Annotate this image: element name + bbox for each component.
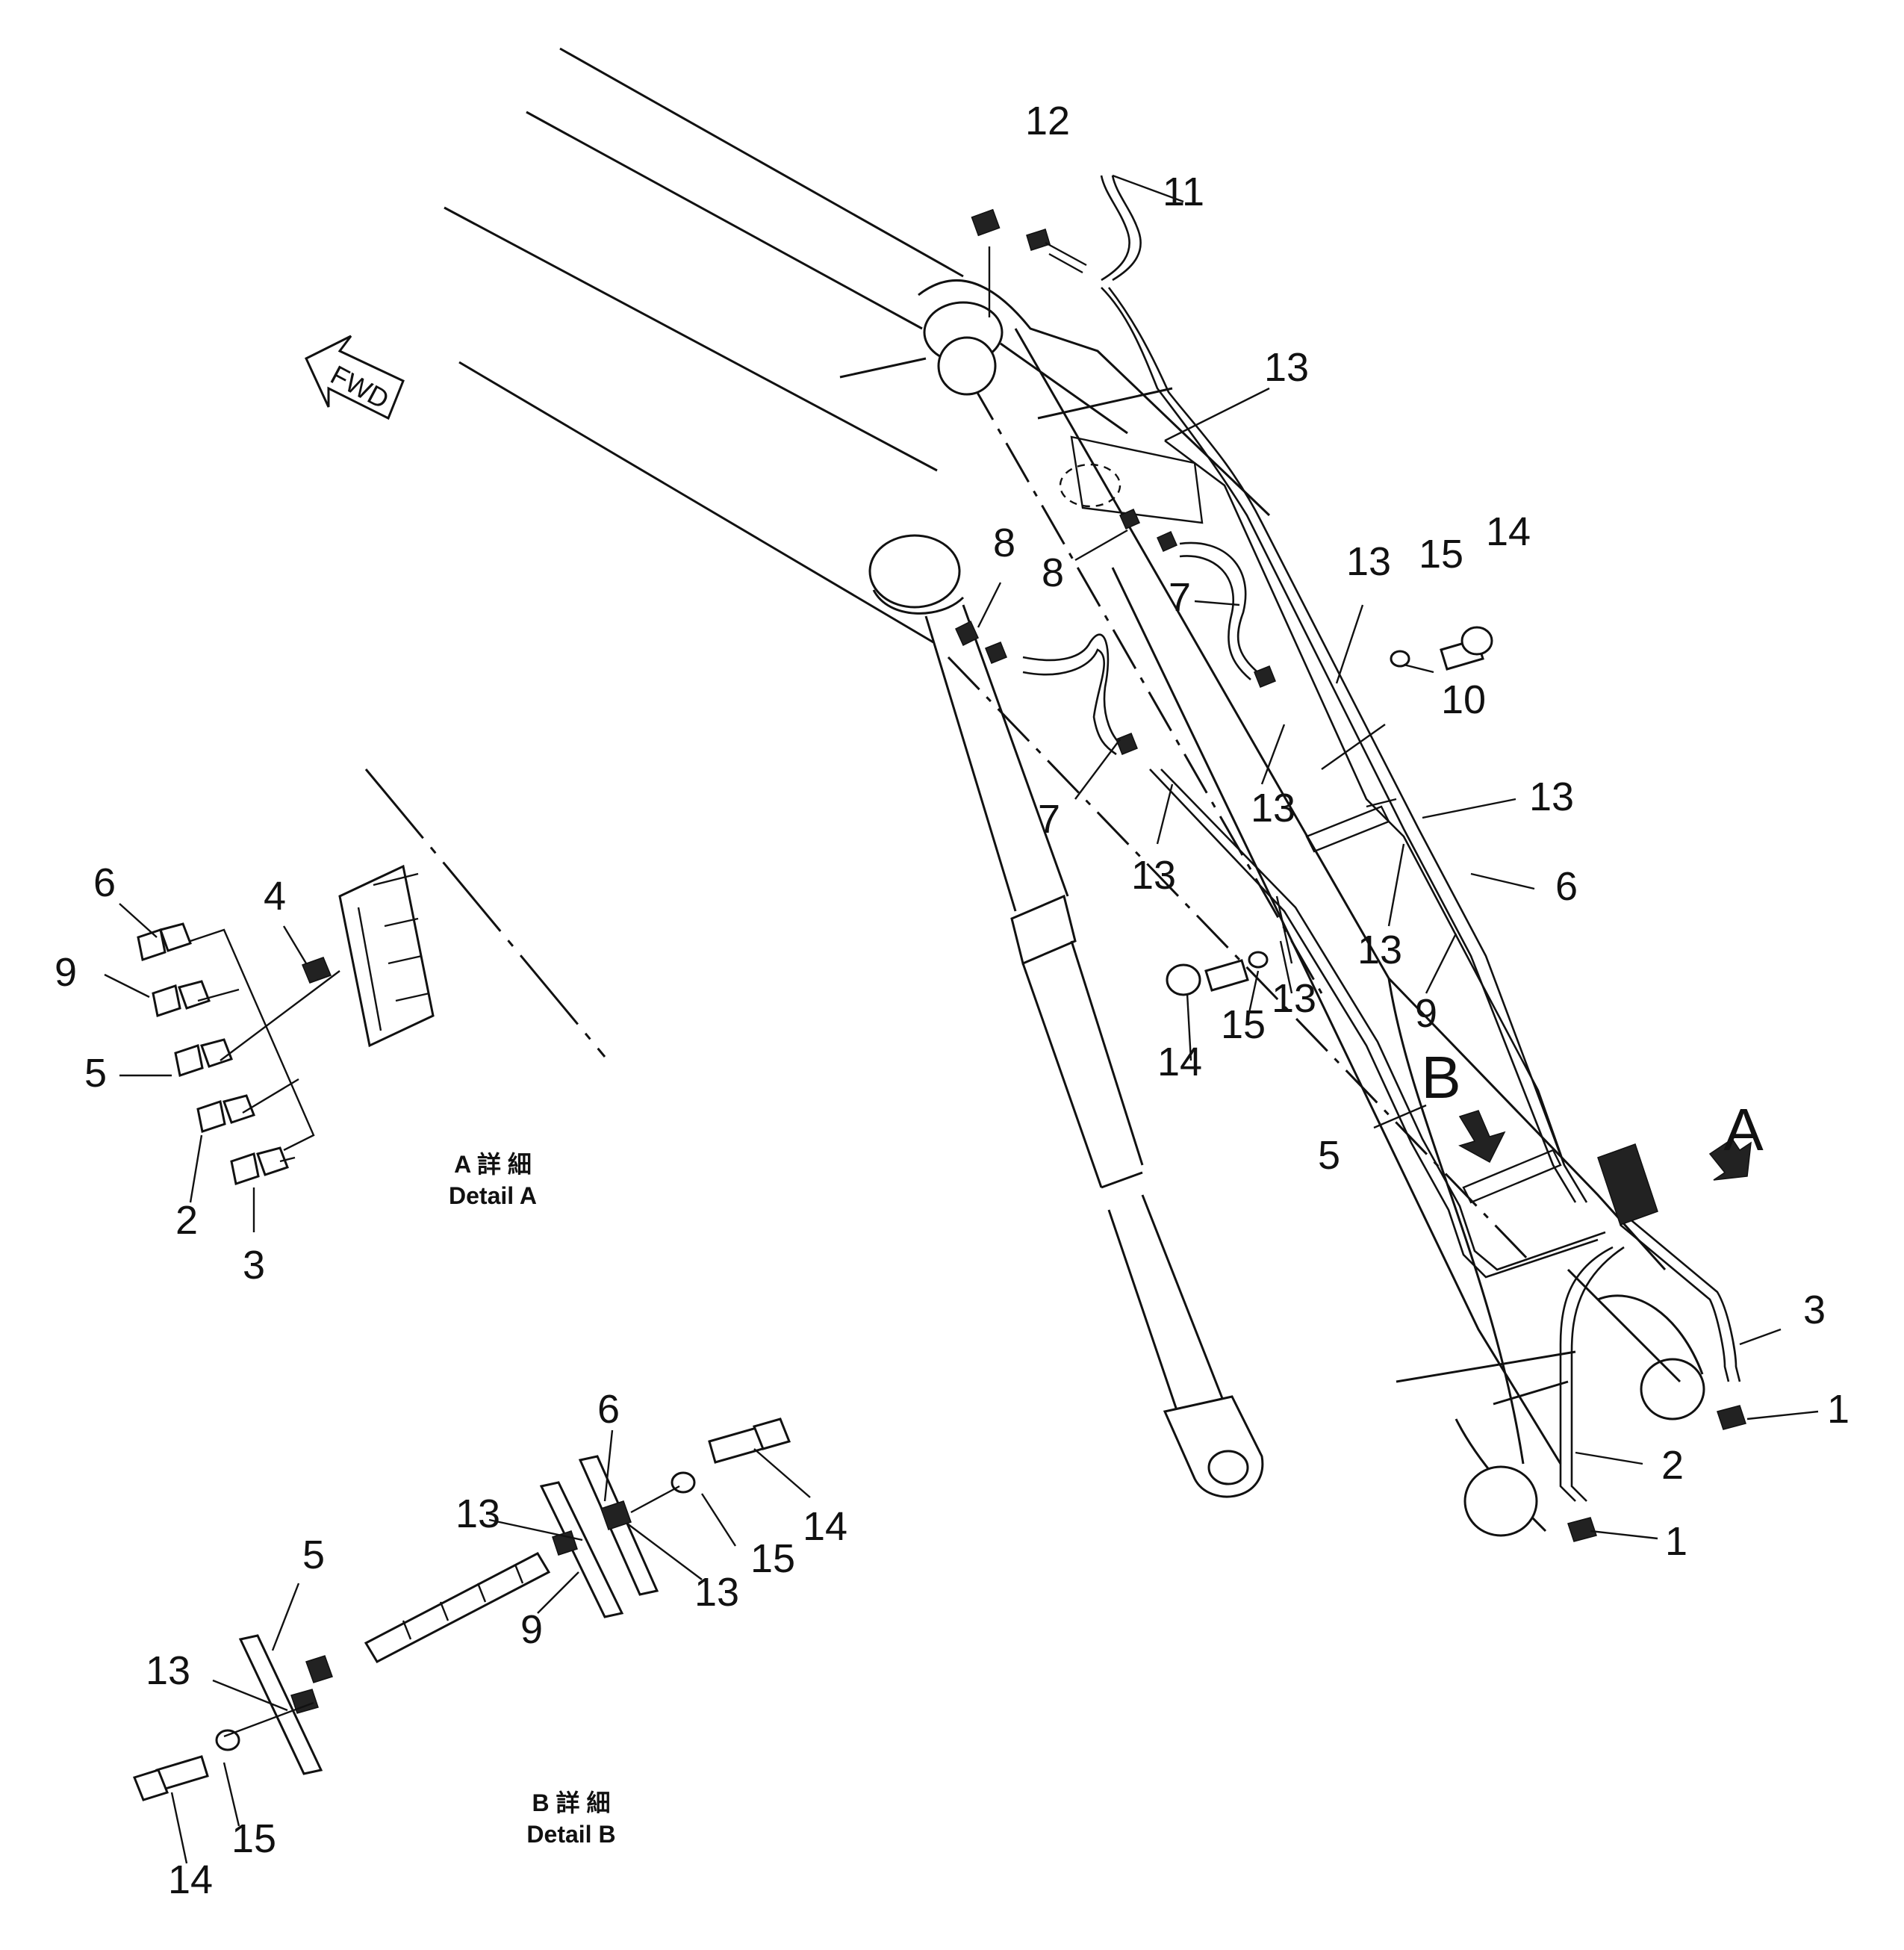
callout-5: 5 (1318, 1133, 1340, 1178)
detail-a-callout-6: 6 (93, 860, 116, 905)
callout-14a: 14 (1486, 509, 1531, 554)
detail-a: 6 9 5 2 3 4 A 詳 細 Detail A (55, 768, 606, 1288)
callout-13a: 13 (1264, 345, 1309, 390)
detail-b-callout-15a: 15 (750, 1536, 795, 1581)
callout-10: 10 (1441, 677, 1486, 722)
callout-2: 2 (1661, 1443, 1684, 1488)
detail-a-callout-9: 9 (55, 950, 77, 995)
boom-cylinder (868, 534, 1264, 1498)
detail-a-caption-en: Detail A (449, 1182, 537, 1209)
callout-13d: 13 (1529, 774, 1574, 819)
detail-a-callout-5: 5 (84, 1051, 107, 1096)
detail-b: 6 13 14 15 13 5 13 9 15 14 B 詳 細 Detail … (133, 1387, 847, 1902)
detail-b-callout-13b: 13 (694, 1570, 739, 1615)
detail-a-callout-4: 4 (264, 874, 286, 919)
boom-outline (444, 47, 1705, 1537)
callout-13f: 13 (1357, 928, 1402, 972)
detail-b-caption-jp: B 詳 細 (532, 1789, 611, 1816)
callout-15a: 15 (1419, 532, 1463, 577)
callout-1a: 1 (1827, 1387, 1849, 1432)
callout-11: 11 (1163, 170, 1204, 214)
detail-b-callout-15b: 15 (231, 1816, 276, 1861)
detail-a-callout-3: 3 (243, 1243, 265, 1288)
callout-13e: 13 (1131, 853, 1176, 898)
callout-9: 9 (1415, 991, 1437, 1036)
fwd-arrow: FWD (305, 335, 405, 420)
leader-lines (977, 174, 1819, 1540)
callout-14b: 14 (1157, 1040, 1202, 1084)
callout-6: 6 (1555, 864, 1578, 909)
callout-8a: 8 (993, 521, 1015, 565)
detail-b-callout-9: 9 (520, 1607, 543, 1652)
detail-a-callout-2: 2 (175, 1198, 198, 1243)
callouts: 12 11 13 8 8 7 7 13 15 14 10 13 13 13 6 … (993, 99, 1849, 1564)
detail-b-callout-13a: 13 (455, 1491, 500, 1536)
detail-b-callout-6: 6 (597, 1387, 620, 1432)
detail-b-callout-14a: 14 (803, 1504, 847, 1549)
detail-a-caption-jp: A 詳 細 (454, 1151, 532, 1178)
callout-7a: 7 (1169, 575, 1191, 620)
fittings (955, 208, 1746, 1542)
callout-1b: 1 (1665, 1519, 1687, 1564)
detail-b-callout-13c: 13 (146, 1648, 190, 1693)
callout-12: 12 (1025, 99, 1070, 143)
callout-3: 3 (1803, 1288, 1826, 1332)
detail-b-callout-5: 5 (302, 1533, 325, 1577)
callout-15b: 15 (1221, 1002, 1266, 1047)
detail-b-marker: B (1421, 1044, 1460, 1111)
detail-a-marker: A (1723, 1096, 1764, 1163)
callout-13c: 13 (1251, 786, 1295, 830)
detail-b-caption-en: Detail B (526, 1821, 615, 1848)
detail-markers: B A (1421, 1044, 1764, 1181)
callout-13b: 13 (1346, 539, 1391, 584)
callout-7b: 7 (1038, 797, 1060, 842)
pipe-lines (1022, 175, 1741, 1502)
detail-b-callout-14b: 14 (168, 1857, 213, 1902)
callout-8b: 8 (1042, 550, 1064, 595)
callout-13g: 13 (1272, 976, 1316, 1021)
